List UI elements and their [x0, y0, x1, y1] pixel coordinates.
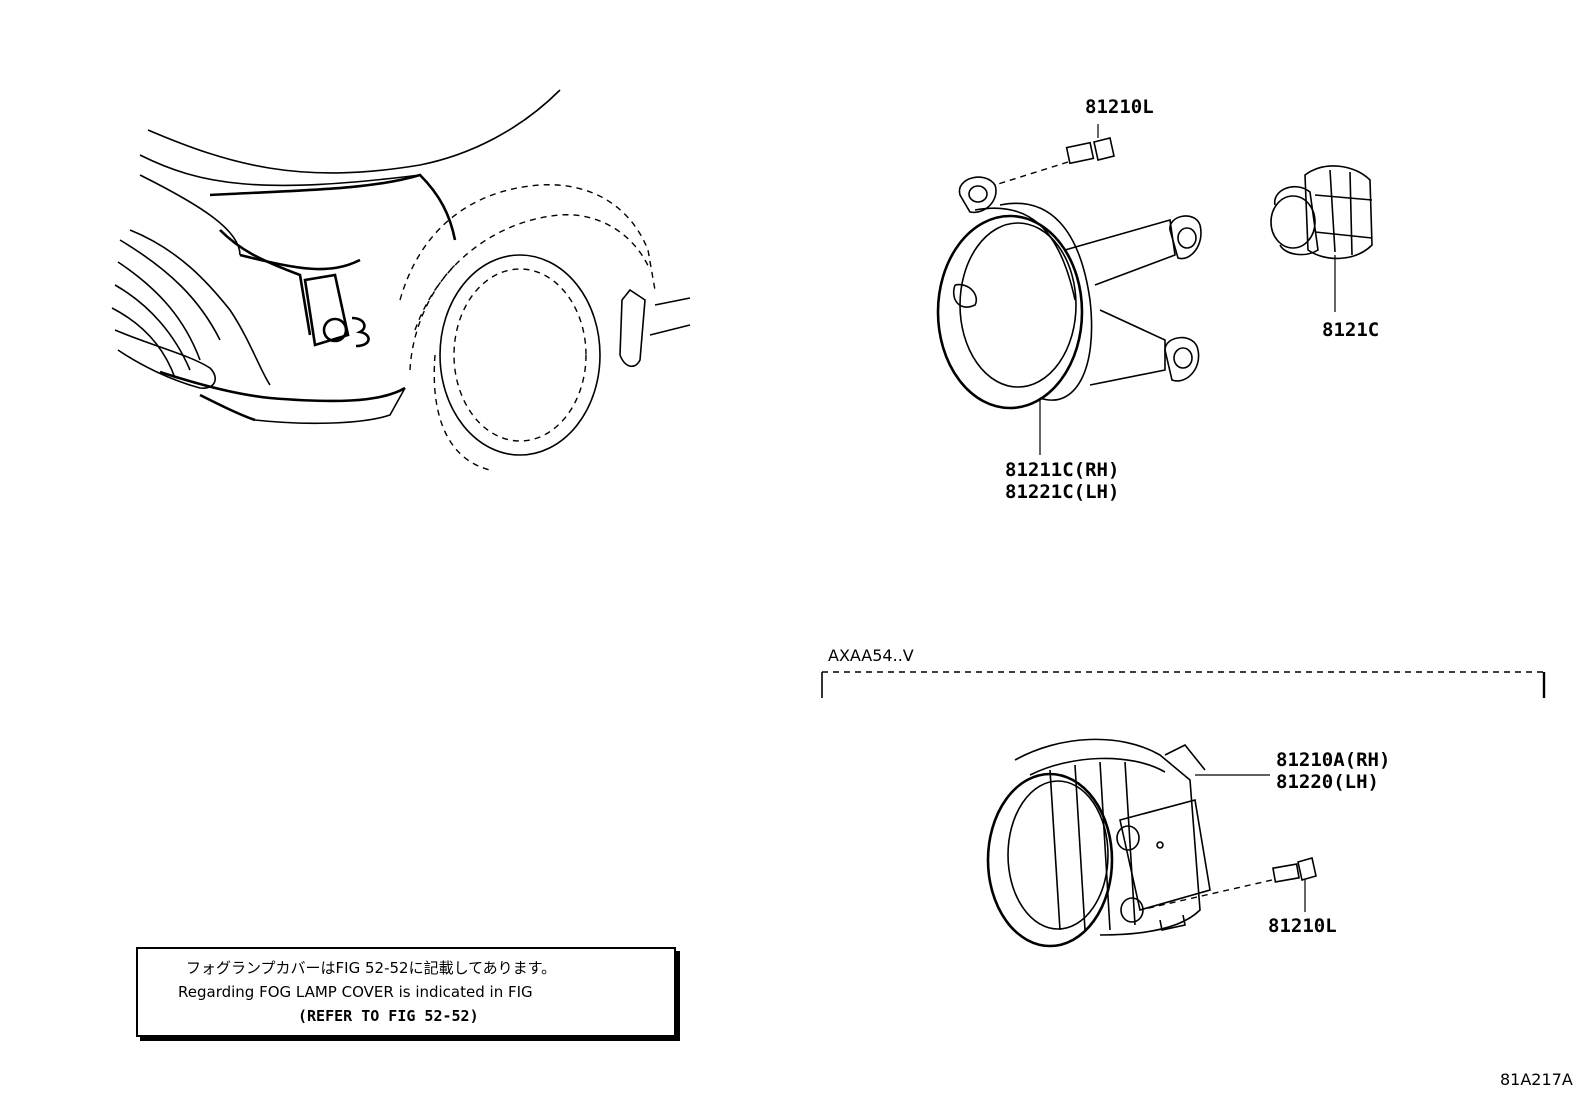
bolt-icon [1065, 137, 1115, 165]
note-english: Regarding FOG LAMP COVER is indicated in… [178, 983, 533, 1001]
bolt-icon [1272, 856, 1317, 883]
note-reference-link[interactable]: (REFER TO FIG 52-52) [298, 1007, 479, 1025]
mounting-ear-icon [958, 176, 1202, 382]
part-number-bulb-socket: 8121C [1322, 319, 1379, 341]
fog-lamp-assembly-halogen [936, 124, 1202, 455]
reference-note: フォグランプカバーはFIG 52-52に記載してあります。 Regarding … [136, 947, 676, 1037]
part-number-lamp-rh: 81211C(RH) [1005, 459, 1119, 481]
vehicle-front-illustration [111, 89, 691, 471]
fog-lamp-assembly-led [986, 738, 1317, 948]
figure-id: 81A217A [1500, 1070, 1573, 1089]
bulb-socket-icon [1270, 165, 1373, 312]
part-number-led-lamp-lh: 81220(LH) [1276, 771, 1379, 793]
variant-bracket [821, 671, 1546, 698]
part-number-bolt-top: 81210L [1085, 96, 1154, 118]
note-japanese: フォグランプカバーはFIG 52-52に記載してあります。 [186, 959, 557, 977]
part-number-bolt-bottom: 81210L [1268, 915, 1337, 937]
variant-label: AXAA54..V [828, 646, 914, 665]
part-number-led-lamp-rh: 81210A(RH) [1276, 749, 1390, 771]
part-number-lamp-lh: 81221C(LH) [1005, 481, 1119, 503]
